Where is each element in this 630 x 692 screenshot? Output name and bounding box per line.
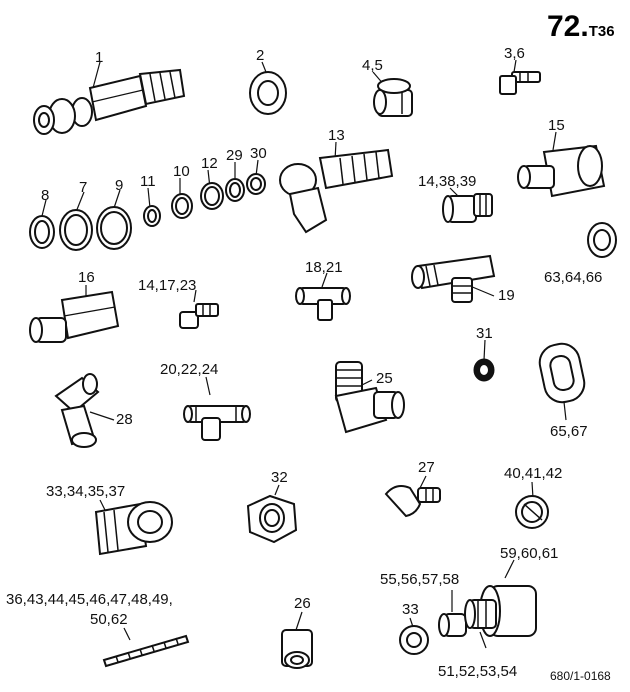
label-part-51-54: 51,52,53,54 <box>438 663 518 680</box>
part-63-64-66 <box>587 222 617 258</box>
label-part-29: 29 <box>226 147 243 164</box>
part-40-41-42 <box>515 495 549 529</box>
page-number-suffix: T36 <box>588 23 615 40</box>
part-4-5 <box>373 78 413 117</box>
part-14-17-23 <box>179 303 219 329</box>
label-part-4-5: 4,5 <box>362 57 383 74</box>
label-part-20-22-24: 20,22,24 <box>160 361 219 378</box>
label-part-15: 15 <box>548 117 565 134</box>
label-part-30: 30 <box>250 145 267 162</box>
label-part-25: 25 <box>376 370 393 387</box>
part-31 <box>473 358 495 382</box>
label-part-8: 8 <box>41 187 50 204</box>
label-part-2: 2 <box>256 47 265 64</box>
part-28 <box>54 373 100 448</box>
part-33-34-35-37 <box>94 501 173 556</box>
leader-lines <box>41 59 567 649</box>
label-part-33-34-35-37: 33,34,35,37 <box>46 483 126 500</box>
label-part-27: 27 <box>418 459 435 476</box>
part-1 <box>33 68 186 135</box>
part-32 <box>246 494 298 544</box>
label-part-14-38-39: 14,38,39 <box>418 173 477 190</box>
label-part-7: 7 <box>79 179 88 196</box>
label-part-16: 16 <box>78 269 95 286</box>
page-number: 72.T36 <box>547 12 615 42</box>
label-part-11: 11 <box>140 173 156 190</box>
label-part-59-61: 59,60,61 <box>500 545 559 562</box>
drawing-reference: 680/1-0168 <box>550 669 611 683</box>
label-part-10: 10 <box>173 163 190 180</box>
label-part-36-49: 36,43,44,45,46,47,48,49, <box>6 591 173 608</box>
label-part-3-6: 3,6 <box>504 45 525 62</box>
label-part-33-lower: 33 <box>402 601 419 618</box>
part-3-6 <box>499 71 541 95</box>
part-65-67 <box>538 342 586 404</box>
part-13 <box>279 148 394 234</box>
label-part-19: 19 <box>498 287 515 304</box>
label-part-12: 12 <box>201 155 218 172</box>
rings-row <box>29 173 266 251</box>
label-part-1: 1 <box>95 49 104 66</box>
part-14-38-39 <box>442 193 493 223</box>
part-27 <box>384 485 441 518</box>
part-55-58 <box>438 613 467 637</box>
part-15 <box>517 144 606 198</box>
page-number-main: 72. <box>547 10 589 43</box>
label-part-40-41-42: 40,41,42 <box>504 465 563 482</box>
part-59-61 <box>464 585 537 637</box>
label-part-18-21: 18,21 <box>305 259 343 276</box>
label-part-31: 31 <box>476 325 493 342</box>
part-19 <box>411 254 496 303</box>
label-part-14-17-23: 14,17,23 <box>138 277 197 294</box>
part-25 <box>334 361 405 434</box>
label-part-32: 32 <box>271 469 288 486</box>
part-26 <box>281 629 313 669</box>
part-2 <box>249 71 287 115</box>
label-part-63-64-66: 63,64,66 <box>544 269 603 286</box>
label-part-65-67: 65,67 <box>550 423 588 440</box>
label-part-13: 13 <box>328 127 345 144</box>
part-20-22-24 <box>183 405 251 441</box>
label-part-28: 28 <box>116 411 133 428</box>
part-33-lower <box>399 625 429 655</box>
label-part-9: 9 <box>115 177 124 194</box>
part-16 <box>29 290 120 343</box>
label-part-50-62: 50,62 <box>90 611 128 628</box>
label-part-26: 26 <box>294 595 311 612</box>
part-18-21 <box>295 287 351 321</box>
label-part-55-58: 55,56,57,58 <box>380 571 460 588</box>
part-36-rod <box>102 634 190 668</box>
